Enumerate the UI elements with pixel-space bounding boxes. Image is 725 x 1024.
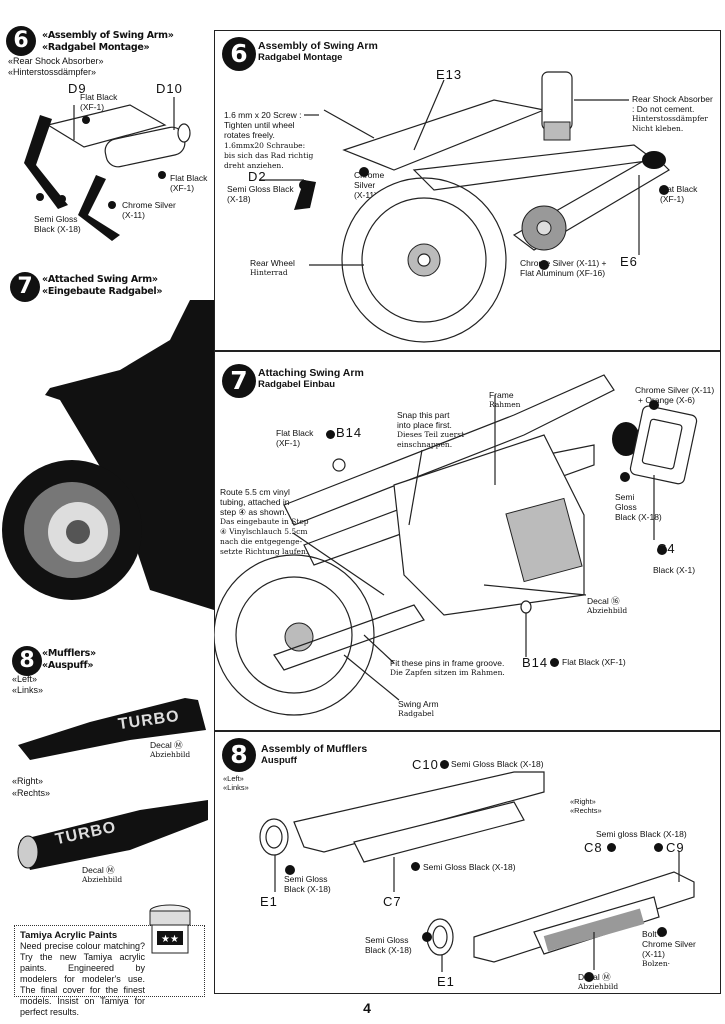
tip-body: Need precise colour matching? Try the ne… — [20, 941, 145, 1017]
section-divider — [214, 350, 721, 352]
paint-label: Semi Gloss Black (X-18) — [451, 759, 544, 769]
paint-label: Chrome Silver (X-11) +Flat Aluminum (XF-… — [520, 258, 607, 278]
paint-label: Semi gloss Black (X-18) — [596, 829, 687, 839]
step-title-en: «Mufflers» — [42, 648, 96, 659]
right-label-en: «Right» — [12, 776, 44, 786]
part-label-c7: C7 — [383, 894, 402, 909]
part-label-d9: D9 — [68, 81, 87, 96]
muffler-right-photo — [17, 800, 208, 870]
paint-dot-icon — [326, 430, 335, 439]
part-label-c8: C8 — [584, 840, 603, 855]
tamiya-paints-tip: Tamiya Acrylic Paints Need precise colou… — [14, 925, 205, 1017]
left-label-en: «Left» — [12, 674, 38, 684]
svg-text:★★: ★★ — [161, 934, 179, 945]
part-label-e1: E1 — [260, 894, 278, 909]
muffler-assembly-diagram — [259, 771, 695, 982]
part-label-e1: E1 — [437, 974, 455, 989]
part-label-b14: B14 — [336, 425, 363, 440]
step-title-de: Radgabel Einbau — [258, 379, 336, 390]
page-number: 4 — [363, 1000, 371, 1016]
part-label-d10: D10 — [156, 81, 183, 96]
part-label-e6: E6 — [620, 254, 638, 269]
right-label: «Right»«Rechts» — [570, 797, 602, 815]
step-number-badge: 8 — [12, 646, 42, 676]
paint-label: Flat Black(XF-1) — [276, 428, 314, 448]
step-title-de: «Auspuff» — [42, 660, 94, 671]
part-label-e13: E13 — [436, 67, 463, 82]
shock-note-en: Rear Shock Absorber: Do not cement. — [632, 94, 713, 114]
paint-dot-icon — [654, 843, 663, 852]
frame-assembly-diagram — [214, 374, 698, 716]
paint-dot-icon — [607, 843, 616, 852]
step-number-badge: 8 — [222, 738, 256, 772]
part-label-c9: C9 — [666, 840, 685, 855]
part-label-b14: B14 — [522, 655, 549, 670]
step-title-de: «Eingebaute Radgabel» — [42, 286, 163, 297]
paint-dot-icon — [411, 862, 420, 871]
step-number-badge: 6 — [222, 37, 256, 71]
paint-label: Flat Black (XF-1) — [562, 657, 626, 667]
bolt-label: Bolt :Chrome Silver(X-11)Bolzen· — [642, 929, 696, 968]
paint-label: Flat Black(XF-1) — [170, 173, 208, 193]
step-title-en: Assembly of Mufflers — [261, 743, 368, 755]
step-title-de: «Radgabel Montage» — [42, 42, 150, 53]
tip-title: Tamiya Acrylic Paints — [20, 930, 118, 941]
paint-label: Chrome Silver (X-11)+ Orange (X-6) — [635, 385, 715, 405]
paint-label: Flat Black(XF-1) — [660, 184, 698, 204]
step-title-de: Auspuff — [261, 755, 297, 766]
step-title-en: «Assembly of Swing Arm» — [42, 30, 174, 41]
instructions-frame — [214, 30, 721, 994]
paint-dot-icon — [440, 760, 449, 769]
screw-note-de: 1.6mmx20 Schraube:bis sich das Rad richt… — [224, 141, 314, 170]
step-number-badge: 7 — [222, 364, 256, 398]
paint-label: Semi Gloss Black(X-18) — [227, 184, 294, 204]
part-label-c10: C10 — [412, 757, 439, 772]
step-number-badge: 7 — [10, 272, 40, 302]
pins-note: Fit these pins in frame groove.Die Zapfe… — [390, 658, 505, 677]
step-title-en: Attaching Swing Arm — [258, 367, 364, 379]
paint-label: Chrome Silver(X-11) — [122, 200, 176, 220]
step-number-badge: 6 — [6, 26, 36, 56]
left-label: «Left»«Links» — [223, 774, 249, 792]
muffler-left-photo — [18, 698, 206, 760]
right-label-de: «Rechts» — [12, 788, 51, 798]
step-title-de: Radgabel Montage — [258, 52, 343, 63]
paint-label: Black (X-1) — [653, 565, 696, 575]
left-label-de: «Links» — [12, 685, 44, 695]
paint-label: Semi Gloss Black (X-18) — [423, 862, 516, 872]
section-divider — [214, 730, 721, 732]
shock-absorber-diagram — [24, 97, 191, 241]
sub-title-en: «Rear Shock Absorber» — [8, 56, 104, 66]
swing-arm-diagram — [259, 71, 670, 343]
paint-jar-icon: ★★ — [149, 904, 191, 954]
sub-title-de: «Hinterstossdämpfer» — [8, 67, 97, 77]
step-title-en: Assembly of Swing Arm — [258, 40, 378, 52]
step-title-en: «Attached Swing Arm» — [42, 274, 158, 285]
paint-label: Flat Black(XF-1) — [80, 92, 118, 112]
paint-dot-icon — [550, 658, 559, 667]
attached-swing-arm-photo — [2, 300, 214, 610]
